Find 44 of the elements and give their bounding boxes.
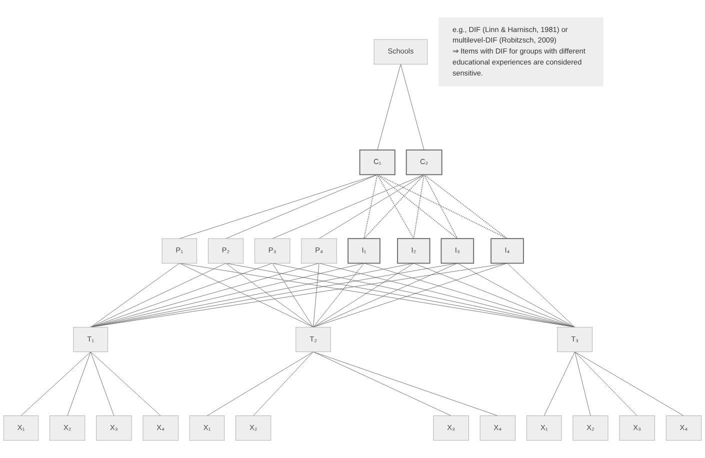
connector <box>424 174 458 240</box>
connector <box>364 174 378 240</box>
connector <box>574 352 684 416</box>
connector <box>574 352 638 416</box>
connector <box>376 174 508 240</box>
connector <box>313 263 320 328</box>
connector <box>90 352 114 416</box>
connector <box>206 352 314 416</box>
connector <box>507 263 576 328</box>
connector <box>377 64 401 150</box>
connector <box>272 174 424 239</box>
connector <box>318 263 576 328</box>
connector <box>318 174 424 239</box>
connector <box>226 174 378 239</box>
connector <box>90 263 180 328</box>
connector <box>67 352 91 416</box>
connector <box>20 352 91 416</box>
connector <box>544 352 576 416</box>
connector <box>574 352 591 416</box>
connector <box>90 263 320 328</box>
connector <box>179 263 314 328</box>
connector <box>90 352 161 416</box>
connector <box>364 174 425 240</box>
connector <box>376 174 458 240</box>
connector <box>90 263 226 328</box>
connector <box>313 263 364 328</box>
connector <box>179 174 378 239</box>
connector <box>253 352 314 416</box>
connector <box>90 263 364 328</box>
connector <box>413 174 425 240</box>
connector <box>400 64 424 150</box>
connector <box>364 263 576 328</box>
connector <box>313 352 498 416</box>
connector <box>313 263 458 328</box>
connector <box>90 263 273 328</box>
connector <box>313 263 508 328</box>
connector <box>457 263 576 328</box>
connector <box>413 263 576 328</box>
connector <box>313 352 452 416</box>
connector <box>226 263 314 328</box>
connector <box>272 263 314 328</box>
connector <box>424 174 508 240</box>
connector <box>313 263 414 328</box>
connector <box>376 174 414 240</box>
